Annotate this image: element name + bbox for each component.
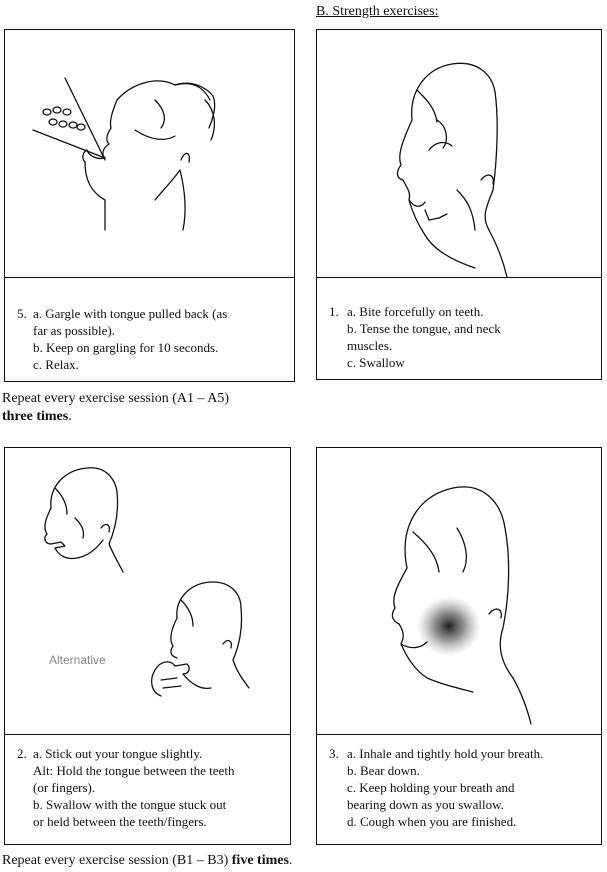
repeat-note-a: Repeat every exercise session (A1 – A5) … <box>2 390 302 426</box>
repeat-note-b-text: Repeat every exercise session (B1 – B3) <box>2 853 232 868</box>
caption-line: a. Stick out your tongue slightly. <box>33 746 203 761</box>
caption-line: b. Keep on gargling for 10 seconds. <box>33 340 219 355</box>
caption-line: c. Keep holding your breath and <box>347 780 515 795</box>
caption-line: d. Cough when you are finished. <box>347 814 517 829</box>
bite-illustration <box>317 30 601 278</box>
bite-face-drawing <box>396 62 508 277</box>
tongue-out-drawing <box>44 467 250 697</box>
caption-line: c. Swallow <box>347 355 405 370</box>
alternative-label: Alternative <box>49 653 106 667</box>
exercise-number: 3. <box>329 746 339 761</box>
exercise-number: 5. <box>17 306 27 321</box>
caption-line: a. Bite forcefully on teeth. <box>347 304 484 319</box>
repeat-note-b: Repeat every exercise session (B1 – B3) … <box>2 853 293 868</box>
exercise-number: 1. <box>329 304 339 319</box>
caption-line: a. Gargle with tongue pulled back (as <box>33 306 228 321</box>
gargle-illustration <box>5 30 294 278</box>
gargle-face-drawing <box>32 77 216 231</box>
exercise-panel-b2: Alternative 2. a. Stick out your tongue … <box>4 447 291 845</box>
caption-line: muscles. <box>347 338 393 353</box>
section-b-heading: B. Strength exercises: <box>316 4 439 19</box>
exercise-panel-a5: 5. a. Gargle with tongue pulled back (as… <box>4 29 295 382</box>
caption-line: b. Swallow with the tongue stuck out <box>33 797 227 812</box>
exercise-panel-b3: 3. a. Inhale and tightly hold your breat… <box>316 447 602 845</box>
caption-line: b. Bear down. <box>347 763 420 778</box>
exercise-number: 2. <box>17 746 27 761</box>
caption-line: Alt: Hold the tongue between the teeth <box>33 763 235 778</box>
tongue-out-illustration: Alternative <box>5 448 290 735</box>
caption-line: (or fingers). <box>33 780 96 795</box>
caption-line: far as possible). <box>33 323 115 338</box>
breath-hold-illustration <box>317 448 601 735</box>
caption-line: or held between the teeth/fingers. <box>33 814 207 829</box>
caption-line: c. Relax. <box>33 357 79 372</box>
exercise-panel-b1: 1. a. Bite forcefully on teeth. b. Tense… <box>316 29 602 380</box>
caption-line: bearing down as you swallow. <box>347 797 504 812</box>
breath-hold-drawing <box>391 486 532 725</box>
repeat-note-b-count: five times <box>231 853 289 868</box>
caption-line: b. Tense the tongue, and neck <box>347 321 501 336</box>
repeat-note-a-count: three times <box>2 409 69 424</box>
caption-line: a. Inhale and tightly hold your breath. <box>347 746 544 761</box>
repeat-note-a-text: Repeat every exercise session (A1 – A5) <box>2 391 230 406</box>
